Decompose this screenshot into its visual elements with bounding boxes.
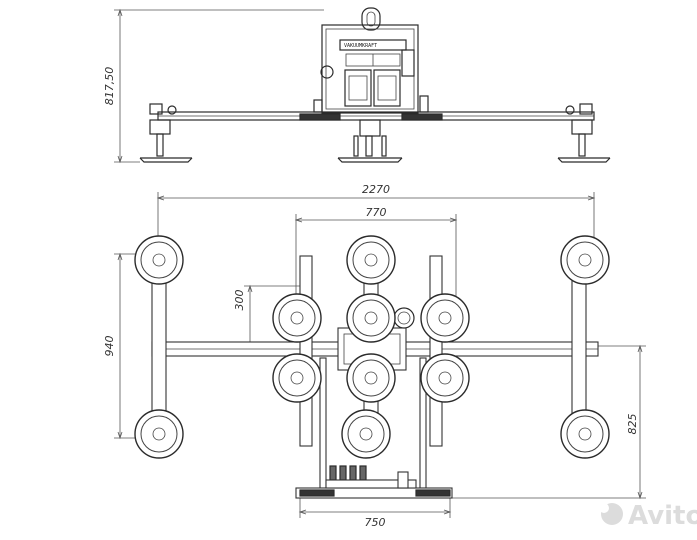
suction-cup (346, 353, 396, 403)
suction-cup (134, 409, 184, 459)
dim-side-height-label: 817,50 (103, 67, 116, 106)
suction-cup (346, 235, 396, 285)
side-right-cup (557, 103, 611, 163)
dim-upper-span-label: 770 (366, 206, 387, 219)
dim-upper-offset-label: 300 (233, 290, 246, 311)
suction-cup (134, 235, 184, 285)
dim-base-width-label: 750 (365, 516, 386, 529)
lifting-eye (361, 7, 381, 31)
suction-cup (341, 409, 391, 459)
side-view: VAKUUMKRAFT (103, 7, 611, 164)
dim-lower-height-label: 825 (626, 414, 639, 435)
side-left-cup (139, 103, 193, 163)
dim-overall-width: 2270 (156, 183, 596, 262)
dim-base-width: 750 (298, 496, 452, 529)
suction-cup (420, 353, 470, 403)
dim-overall-width-label: 2270 (362, 183, 390, 196)
suction-cup (560, 235, 610, 285)
dim-overall-height: 940 (103, 252, 140, 440)
watermark-text: Avito (628, 501, 697, 531)
side-center-cup (337, 119, 403, 163)
top-view: 2270 770 300 940 (103, 183, 646, 529)
watermark: Avito (599, 501, 697, 531)
suction-cup (560, 409, 610, 459)
dim-side-height: 817,50 (103, 8, 324, 164)
side-beam (157, 111, 595, 121)
suction-cup (272, 353, 322, 403)
dim-overall-height-label: 940 (103, 336, 116, 357)
suction-cup (272, 293, 322, 343)
central-housing: VAKUUMKRAFT (313, 24, 429, 114)
suction-cup (420, 293, 470, 343)
suction-cup (346, 293, 396, 343)
suction-cups (134, 235, 610, 459)
nameplate-brand: VAKUUMKRAFT (344, 43, 377, 49)
